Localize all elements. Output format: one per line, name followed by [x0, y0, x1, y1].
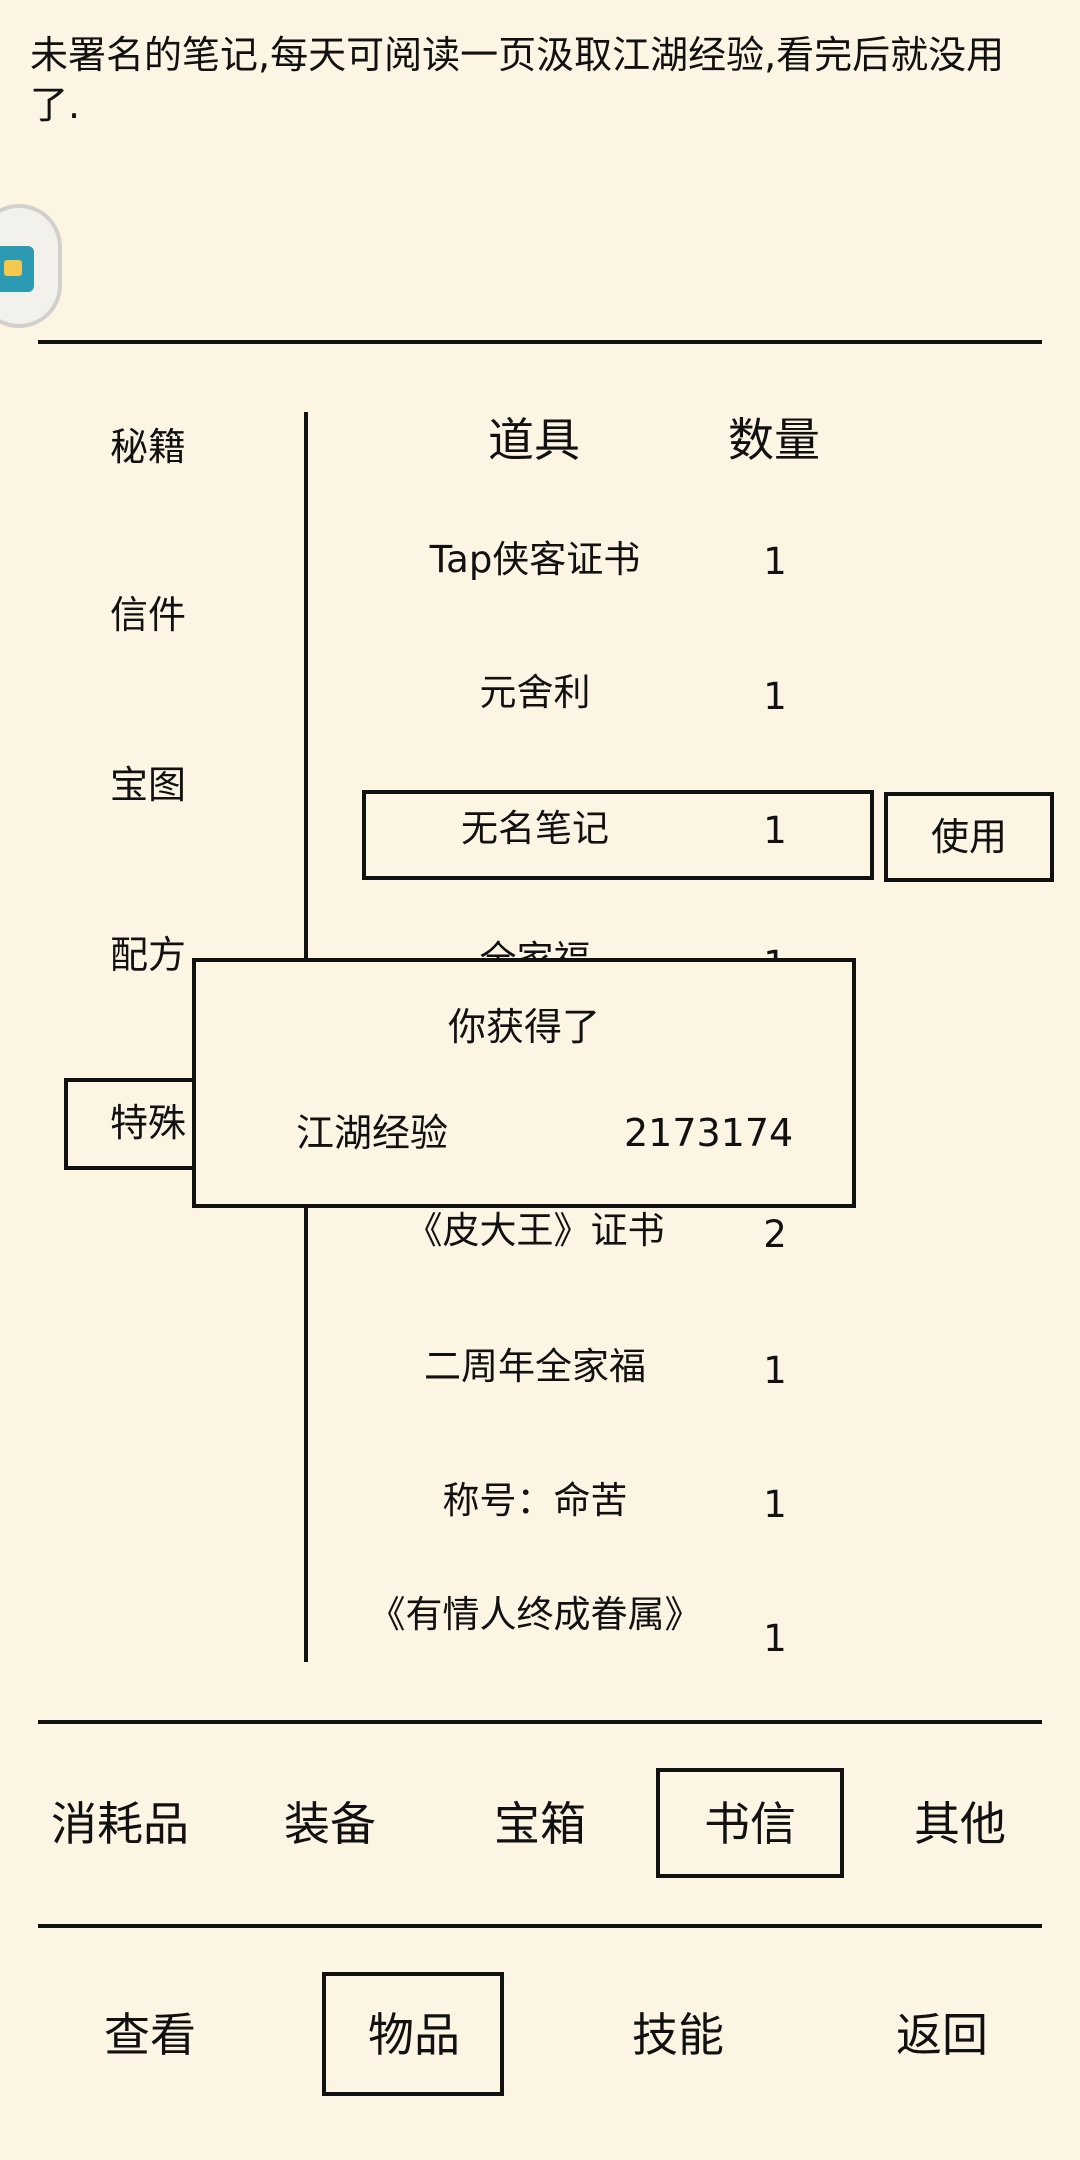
row-qty: 1	[763, 1617, 787, 1660]
dialog-title: 你获得了	[447, 1005, 600, 1049]
tab-other[interactable]: 其他	[914, 1797, 1006, 1851]
category-miji[interactable]: 秘籍	[110, 425, 187, 469]
tab-consumables[interactable]: 消耗品	[51, 1797, 189, 1851]
header-item: 道具	[488, 413, 580, 467]
selected-row-frame[interactable]	[362, 790, 874, 880]
top-divider	[38, 340, 1042, 344]
nav-back[interactable]: 返回	[896, 2008, 988, 2062]
floating-assistant-button[interactable]	[0, 204, 62, 328]
tabs-divider-bottom	[38, 1924, 1042, 1928]
row-name[interactable]: 二周年全家福	[424, 1345, 646, 1388]
nav-view[interactable]: 查看	[104, 2008, 196, 2062]
tab-chests[interactable]: 宝箱	[494, 1797, 586, 1851]
nav-items[interactable]: 物品	[368, 2008, 460, 2062]
row-name[interactable]: 称号：命苦	[442, 1479, 628, 1522]
reward-dialog[interactable]: 你获得了 江湖经验 2173174	[192, 958, 856, 1208]
row-qty: 1	[763, 809, 787, 852]
row-qty: 2	[763, 1213, 787, 1256]
tabs-divider-top	[38, 1720, 1042, 1724]
category-xinjian[interactable]: 信件	[110, 593, 187, 637]
nav-items-selected-frame[interactable]	[322, 1972, 504, 2096]
taptap-logo-icon	[0, 246, 34, 292]
tab-letters[interactable]: 书信	[704, 1797, 796, 1851]
item-description: 未署名的笔记,每天可阅读一页汲取江湖经验,看完后就没用了.	[30, 33, 1005, 127]
row-name[interactable]: 元舍利	[479, 671, 591, 714]
header-quantity: 数量	[728, 413, 820, 467]
row-qty: 1	[763, 540, 787, 583]
category-peifang[interactable]: 配方	[110, 933, 187, 977]
row-qty: 1	[763, 675, 787, 718]
row-qty: 1	[763, 1349, 787, 1392]
row-qty: 1	[763, 1483, 787, 1526]
category-baotu[interactable]: 宝图	[110, 763, 187, 807]
category-teshu[interactable]: 特殊	[110, 1101, 187, 1145]
tab-equipment[interactable]: 装备	[284, 1797, 376, 1851]
row-name[interactable]: Tap侠客证书	[429, 538, 641, 581]
row-name[interactable]: 《皮大王》证书	[405, 1209, 665, 1252]
use-button[interactable]: 使用	[884, 792, 1054, 882]
reward-value: 2173174	[624, 1111, 794, 1155]
reward-name: 江湖经验	[296, 1111, 449, 1155]
row-name[interactable]: 《有情人终成眷属》	[368, 1593, 702, 1636]
nav-skills[interactable]: 技能	[632, 2008, 724, 2062]
tab-letters-selected-frame[interactable]	[656, 1768, 844, 1878]
row-name[interactable]: 无名笔记	[461, 807, 609, 850]
